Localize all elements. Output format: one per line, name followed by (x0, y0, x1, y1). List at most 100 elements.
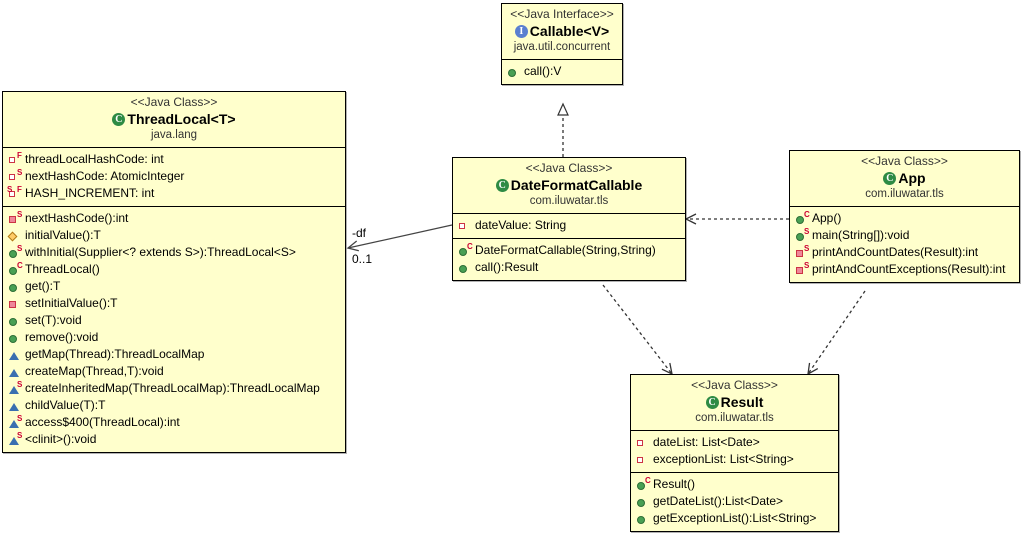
package-method-icon: S (8, 380, 23, 396)
class-icon (705, 395, 719, 409)
compartment-divider (3, 147, 345, 148)
package-method-icon: S (8, 431, 23, 447)
member-label: dateValue: String (475, 218, 567, 232)
methods-compartment-callable: call():V (502, 60, 622, 84)
member-row[interactable]: C App() (792, 210, 1017, 227)
member-row[interactable]: get():T (5, 278, 343, 295)
public-method-icon (636, 495, 651, 509)
member-label: dateList: List<Date> (653, 435, 760, 449)
member-row[interactable]: C ThreadLocal() (5, 261, 343, 278)
class-name-text: Callable<V> (529, 23, 610, 39)
class-name-text: App (898, 170, 926, 186)
member-row[interactable]: getDateList():List<Date> (633, 493, 836, 510)
package-app: com.iluwatar.tls (865, 188, 944, 200)
member-row[interactable]: getExceptionList():List<String> (633, 510, 836, 527)
member-row[interactable]: set(T):void (5, 312, 343, 329)
edge-dependency-app-result (807, 290, 866, 376)
interface-icon (514, 24, 528, 38)
class-header-app: <<Java Class>> App com.iluwatar.tls (790, 151, 1019, 206)
public-method-icon: C (795, 210, 810, 226)
member-label: access$400(ThreadLocal):int (25, 415, 180, 429)
member-label: Result() (653, 477, 696, 491)
member-label: exceptionList: List<String> (653, 452, 794, 466)
member-row[interactable]: C DateFormatCallable(String,String) (455, 242, 683, 259)
member-row[interactable]: S access$400(ThreadLocal):int (5, 414, 343, 431)
member-row[interactable]: getMap(Thread):ThreadLocalMap (5, 346, 343, 363)
member-row[interactable]: F threadLocalHashCode: int (5, 151, 343, 168)
member-label: <clinit>():void (25, 432, 97, 446)
fields-compartment-threadlocal: F threadLocalHashCode: int S nextHashCod… (3, 148, 345, 206)
member-label: nextHashCode():int (25, 211, 129, 225)
member-label: set(T):void (25, 313, 82, 327)
class-name-callable: Callable<V> (506, 22, 618, 40)
class-box-callable[interactable]: <<Java Interface>> Callable<V> java.util… (501, 3, 623, 85)
member-row[interactable]: setInitialValue():T (5, 295, 343, 312)
stereotype-threadlocal: <<Java Class>> (130, 95, 218, 109)
public-method-icon (8, 314, 23, 328)
private-method-icon (8, 297, 23, 311)
association-multiplicity-label: 0..1 (352, 252, 373, 266)
class-box-app[interactable]: <<Java Class>> App com.iluwatar.tls C Ap… (789, 150, 1020, 283)
private-field-icon (636, 453, 651, 467)
member-row[interactable]: S nextHashCode():int (5, 210, 343, 227)
member-label: printAndCountDates(Result):int (812, 245, 979, 259)
member-row[interactable]: S createInheritedMap(ThreadLocalMap):Thr… (5, 380, 343, 397)
class-name-app: App (794, 169, 1015, 187)
member-row[interactable]: call():V (504, 63, 620, 80)
public-method-icon: C (636, 476, 651, 492)
member-row[interactable]: S main(String[]):void (792, 227, 1017, 244)
protected-method-icon (7, 229, 23, 243)
class-header-dateformatcallable: <<Java Class>> DateFormatCallable com.il… (453, 158, 685, 213)
member-label: createMap(Thread,T):void (25, 364, 164, 378)
member-label: get():T (25, 279, 61, 293)
member-row[interactable]: dateList: List<Date> (633, 434, 836, 451)
public-method-icon: C (458, 242, 473, 258)
public-method-icon (458, 261, 473, 275)
private-field-icon: F (8, 151, 23, 167)
public-method-icon: C (8, 261, 23, 277)
compartment-divider (790, 206, 1019, 207)
member-row[interactable]: dateValue: String (455, 217, 683, 234)
member-row[interactable]: childValue(T):T (5, 397, 343, 414)
member-row[interactable]: call():Result (455, 259, 683, 276)
private-method-icon: S (795, 244, 810, 260)
class-box-dateformatcallable[interactable]: <<Java Class>> DateFormatCallable com.il… (452, 157, 686, 281)
fields-compartment-result: dateList: List<Date> exceptionList: List… (631, 431, 838, 472)
member-row[interactable]: createMap(Thread,T):void (5, 363, 343, 380)
association-role-label: -df (352, 226, 367, 240)
methods-compartment-threadlocal: S nextHashCode():int initialValue():T S … (3, 207, 345, 452)
class-box-threadlocal[interactable]: <<Java Class>> ThreadLocal<T> java.lang … (2, 91, 346, 453)
class-header-result: <<Java Class>> Result com.iluwatar.tls (631, 375, 838, 430)
member-row[interactable]: S printAndCountExceptions(Result):int (792, 261, 1017, 278)
member-row[interactable]: initialValue():T (5, 227, 343, 244)
package-result: com.iluwatar.tls (695, 412, 774, 424)
class-name-threadlocal: ThreadLocal<T> (7, 110, 341, 128)
member-row[interactable]: exceptionList: List<String> (633, 451, 836, 468)
class-header-threadlocal: <<Java Class>> ThreadLocal<T> java.lang (3, 92, 345, 147)
public-method-icon: S (8, 244, 23, 260)
package-threadlocal: java.lang (150, 129, 198, 141)
member-row[interactable]: S printAndCountDates(Result):int (792, 244, 1017, 261)
stereotype-app: <<Java Class>> (861, 154, 948, 168)
public-method-icon (636, 512, 651, 526)
member-row[interactable]: S nextHashCode: AtomicInteger (5, 168, 343, 185)
compartment-divider (453, 238, 685, 239)
stereotype-callable: <<Java Interface>> (510, 7, 614, 21)
member-label: childValue(T):T (25, 398, 106, 412)
compartment-divider (453, 213, 685, 214)
member-row[interactable]: S withInitial(Supplier<? extends S>):Thr… (5, 244, 343, 261)
member-row[interactable]: S <clinit>():void (5, 431, 343, 448)
class-box-result[interactable]: <<Java Class>> Result com.iluwatar.tls d… (630, 374, 839, 532)
member-label: nextHashCode: AtomicInteger (25, 169, 185, 183)
package-method-icon (8, 365, 23, 379)
fields-compartment-dateformatcallable: dateValue: String (453, 214, 685, 238)
public-method-icon (8, 280, 23, 294)
package-method-icon (8, 348, 23, 362)
compartment-divider (3, 206, 345, 207)
member-row[interactable]: remove():void (5, 329, 343, 346)
member-label: getMap(Thread):ThreadLocalMap (25, 347, 205, 361)
member-row[interactable]: C Result() (633, 476, 836, 493)
compartment-divider (631, 472, 838, 473)
